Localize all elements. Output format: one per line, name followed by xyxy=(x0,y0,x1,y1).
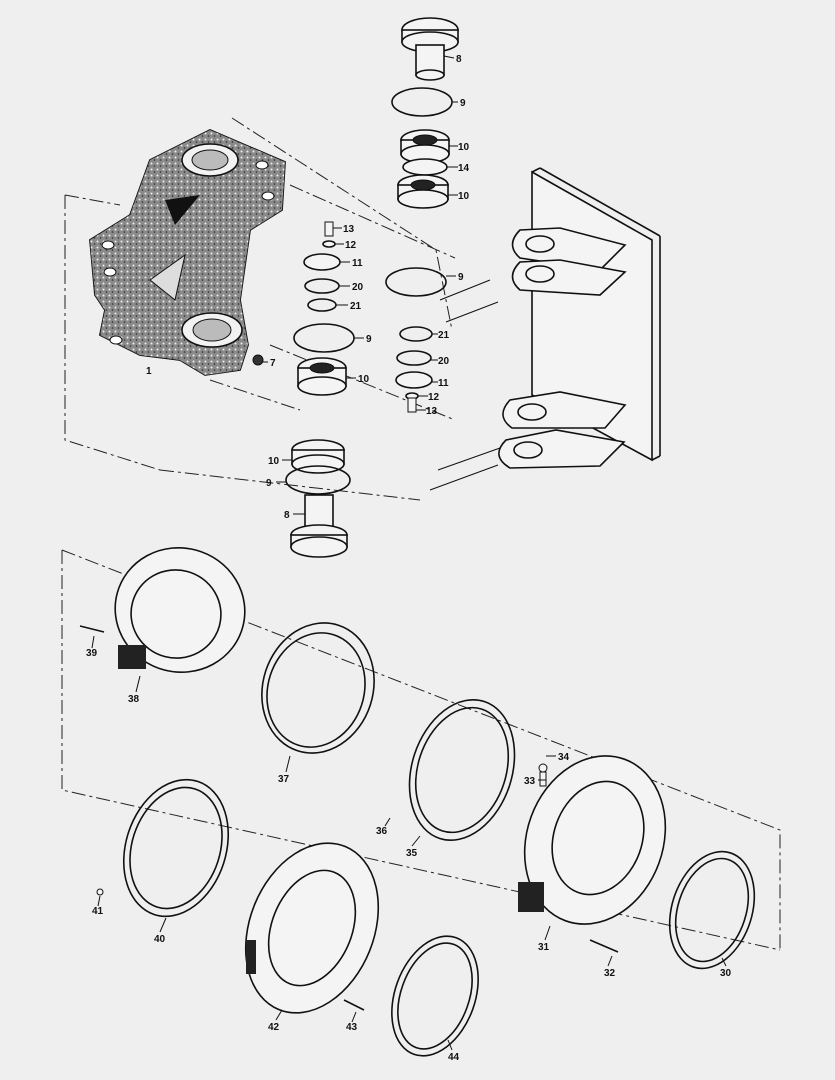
part-label: 40 xyxy=(154,934,166,945)
part-label: 12 xyxy=(428,392,440,403)
part-label: 14 xyxy=(458,163,470,174)
part-label: 1 xyxy=(146,366,152,377)
part-label: 42 xyxy=(268,1022,280,1033)
part-label: 21 xyxy=(350,301,362,312)
part-label: 10 xyxy=(458,142,470,153)
part-label: 8 xyxy=(284,510,290,521)
upper-kingpin-stack xyxy=(391,17,459,209)
part-label: 11 xyxy=(352,258,363,269)
part-label: 43 xyxy=(346,1022,358,1033)
part-label: 36 xyxy=(376,826,388,837)
part-label: 38 xyxy=(128,694,140,705)
part-label: 39 xyxy=(86,648,98,659)
part-label: 12 xyxy=(345,240,357,251)
part-label: 30 xyxy=(720,968,732,979)
part-label: 10 xyxy=(268,456,280,467)
part-label: 11 xyxy=(438,378,449,389)
part-label: 9 xyxy=(458,272,464,283)
part-label: 20 xyxy=(352,282,364,293)
part-label: 44 xyxy=(448,1052,460,1063)
part-label: 21 xyxy=(438,330,450,341)
left-cap-stack xyxy=(293,221,355,396)
part-label: 9 xyxy=(266,478,272,489)
part-label: 10 xyxy=(358,374,370,385)
part-label: 7 xyxy=(270,358,276,369)
part-label: 33 xyxy=(524,776,536,787)
chassis-bracket xyxy=(498,167,661,469)
lower-kingpin-stack xyxy=(285,439,351,558)
part-label: 37 xyxy=(278,774,290,785)
part-label: 8 xyxy=(456,54,462,65)
hub-assembly xyxy=(79,546,756,1057)
steering-knuckle xyxy=(89,129,286,376)
part-label: 20 xyxy=(438,356,450,367)
leader-lines xyxy=(91,55,727,1051)
part-labels: 8 9 10 14 10 13 12 11 20 21 9 21 20 11 1… xyxy=(86,54,732,1063)
part-label: 34 xyxy=(558,752,570,763)
part-label: 31 xyxy=(538,942,550,953)
part-label: 41 xyxy=(92,906,104,917)
part-label: 13 xyxy=(426,406,438,417)
part-label: 35 xyxy=(406,848,418,859)
part-label: 9 xyxy=(366,334,372,345)
part-label: 9 xyxy=(460,98,466,109)
part-label: 32 xyxy=(604,968,616,979)
right-cap-stack xyxy=(385,267,447,413)
part-label: 13 xyxy=(343,224,355,235)
part-label: 10 xyxy=(458,191,470,202)
